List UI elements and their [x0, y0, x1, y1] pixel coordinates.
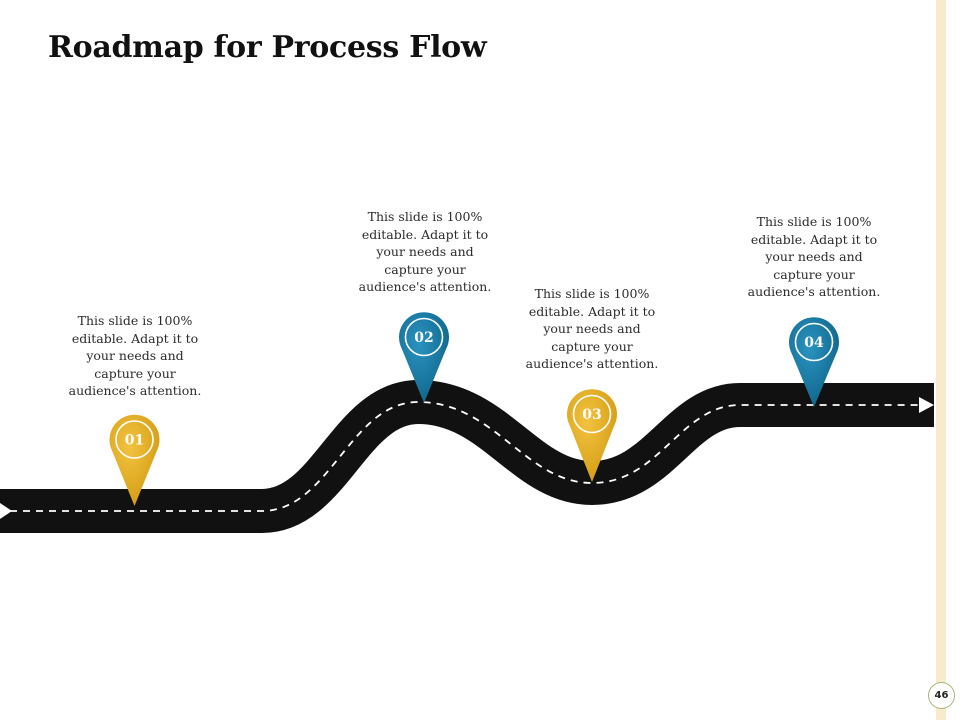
step-description-01: This slide is 100% editable. Adapt it to… — [68, 313, 202, 398]
step-description-04: This slide is 100% editable. Adapt it to… — [747, 214, 881, 299]
side-accent-strip — [936, 0, 946, 720]
page-number-badge: 46 — [928, 682, 955, 709]
road-start-arrow — [0, 503, 12, 519]
step-marker-01: 01 — [109, 414, 160, 506]
marker-pin — [788, 317, 840, 407]
step-description-02: This slide is 100% editable. Adapt it to… — [358, 209, 492, 294]
marker-pin — [399, 312, 449, 403]
road-end-arrow — [919, 397, 934, 413]
slide-title: Roadmap for Process Flow — [48, 30, 487, 65]
step-number-04: 04 — [804, 335, 824, 351]
step-number-03: 03 — [582, 407, 601, 423]
marker-pin — [567, 389, 617, 482]
road-center-line — [10, 401, 920, 512]
step-description-03: This slide is 100% editable. Adapt it to… — [525, 286, 659, 371]
step-number-01: 01 — [125, 433, 144, 449]
step-marker-02: 02 — [399, 312, 449, 403]
step-number-02: 02 — [414, 330, 433, 346]
marker-pin — [109, 414, 160, 506]
step-marker-04: 04 — [788, 317, 840, 407]
step-marker-03: 03 — [567, 389, 617, 482]
